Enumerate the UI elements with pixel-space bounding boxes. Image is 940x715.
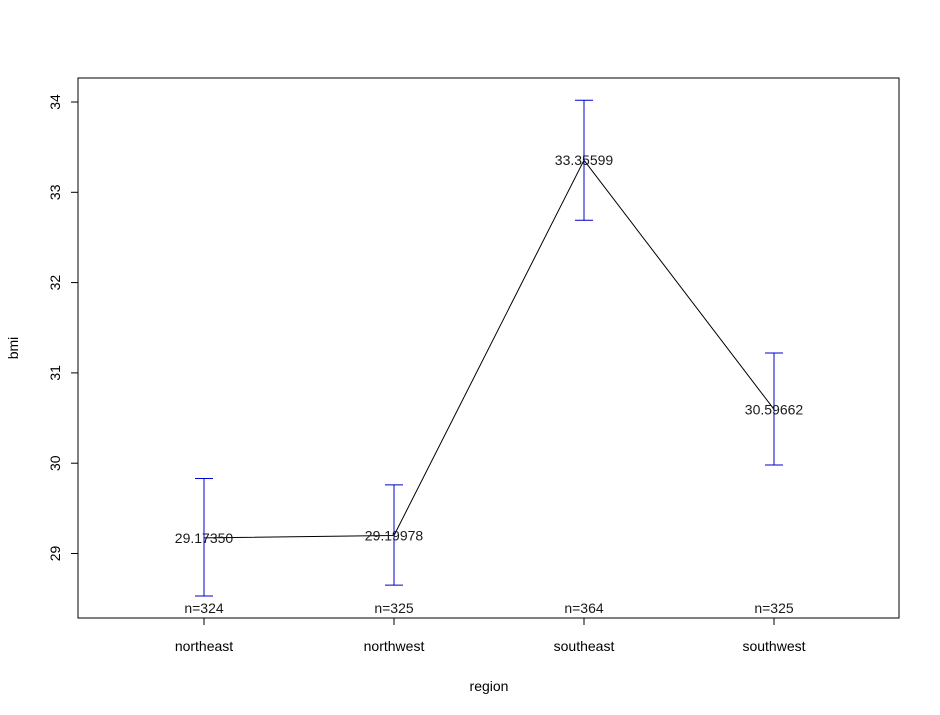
x-tick-label: southeast	[554, 638, 615, 654]
error-bars	[195, 99, 783, 597]
sample-size-label: n=364	[564, 600, 604, 616]
mean-value-label: 30.59662	[745, 401, 804, 417]
x-tick-label: southwest	[742, 638, 805, 654]
x-axis: northeast northwest southeast southwest	[175, 618, 806, 654]
sample-size-label: n=325	[374, 600, 414, 616]
x-axis-label: region	[470, 678, 509, 694]
y-tick-label: 30	[47, 455, 63, 471]
mean-line	[203, 159, 775, 539]
y-tick-label: 31	[47, 365, 63, 381]
x-tick-label: northeast	[175, 638, 233, 654]
y-axis-label: bmi	[5, 337, 21, 360]
mean-value-label: 29.19978	[365, 527, 424, 543]
y-axis: 29 30 31 32 33 34	[47, 94, 78, 561]
mean-line-series	[203, 159, 775, 539]
y-tick-label: 33	[47, 184, 63, 200]
x-tick-label: northwest	[364, 638, 425, 654]
y-tick-label: 29	[47, 546, 63, 562]
error-bar	[765, 352, 783, 466]
error-bar	[385, 484, 403, 586]
mean-value-label: 29.17350	[175, 530, 234, 546]
data-labels: 29.17350 29.19978 33.35599 30.59662 n=324 n=3…	[175, 152, 804, 616]
y-tick-label: 34	[47, 94, 63, 110]
error-bar	[575, 99, 593, 221]
y-tick-label: 32	[47, 275, 63, 291]
plot-frame	[77, 77, 900, 619]
sample-size-label: n=325	[754, 600, 794, 616]
sample-size-label: n=324	[184, 600, 224, 616]
error-bar	[195, 478, 213, 597]
mean-value-label: 33.35599	[555, 152, 614, 168]
